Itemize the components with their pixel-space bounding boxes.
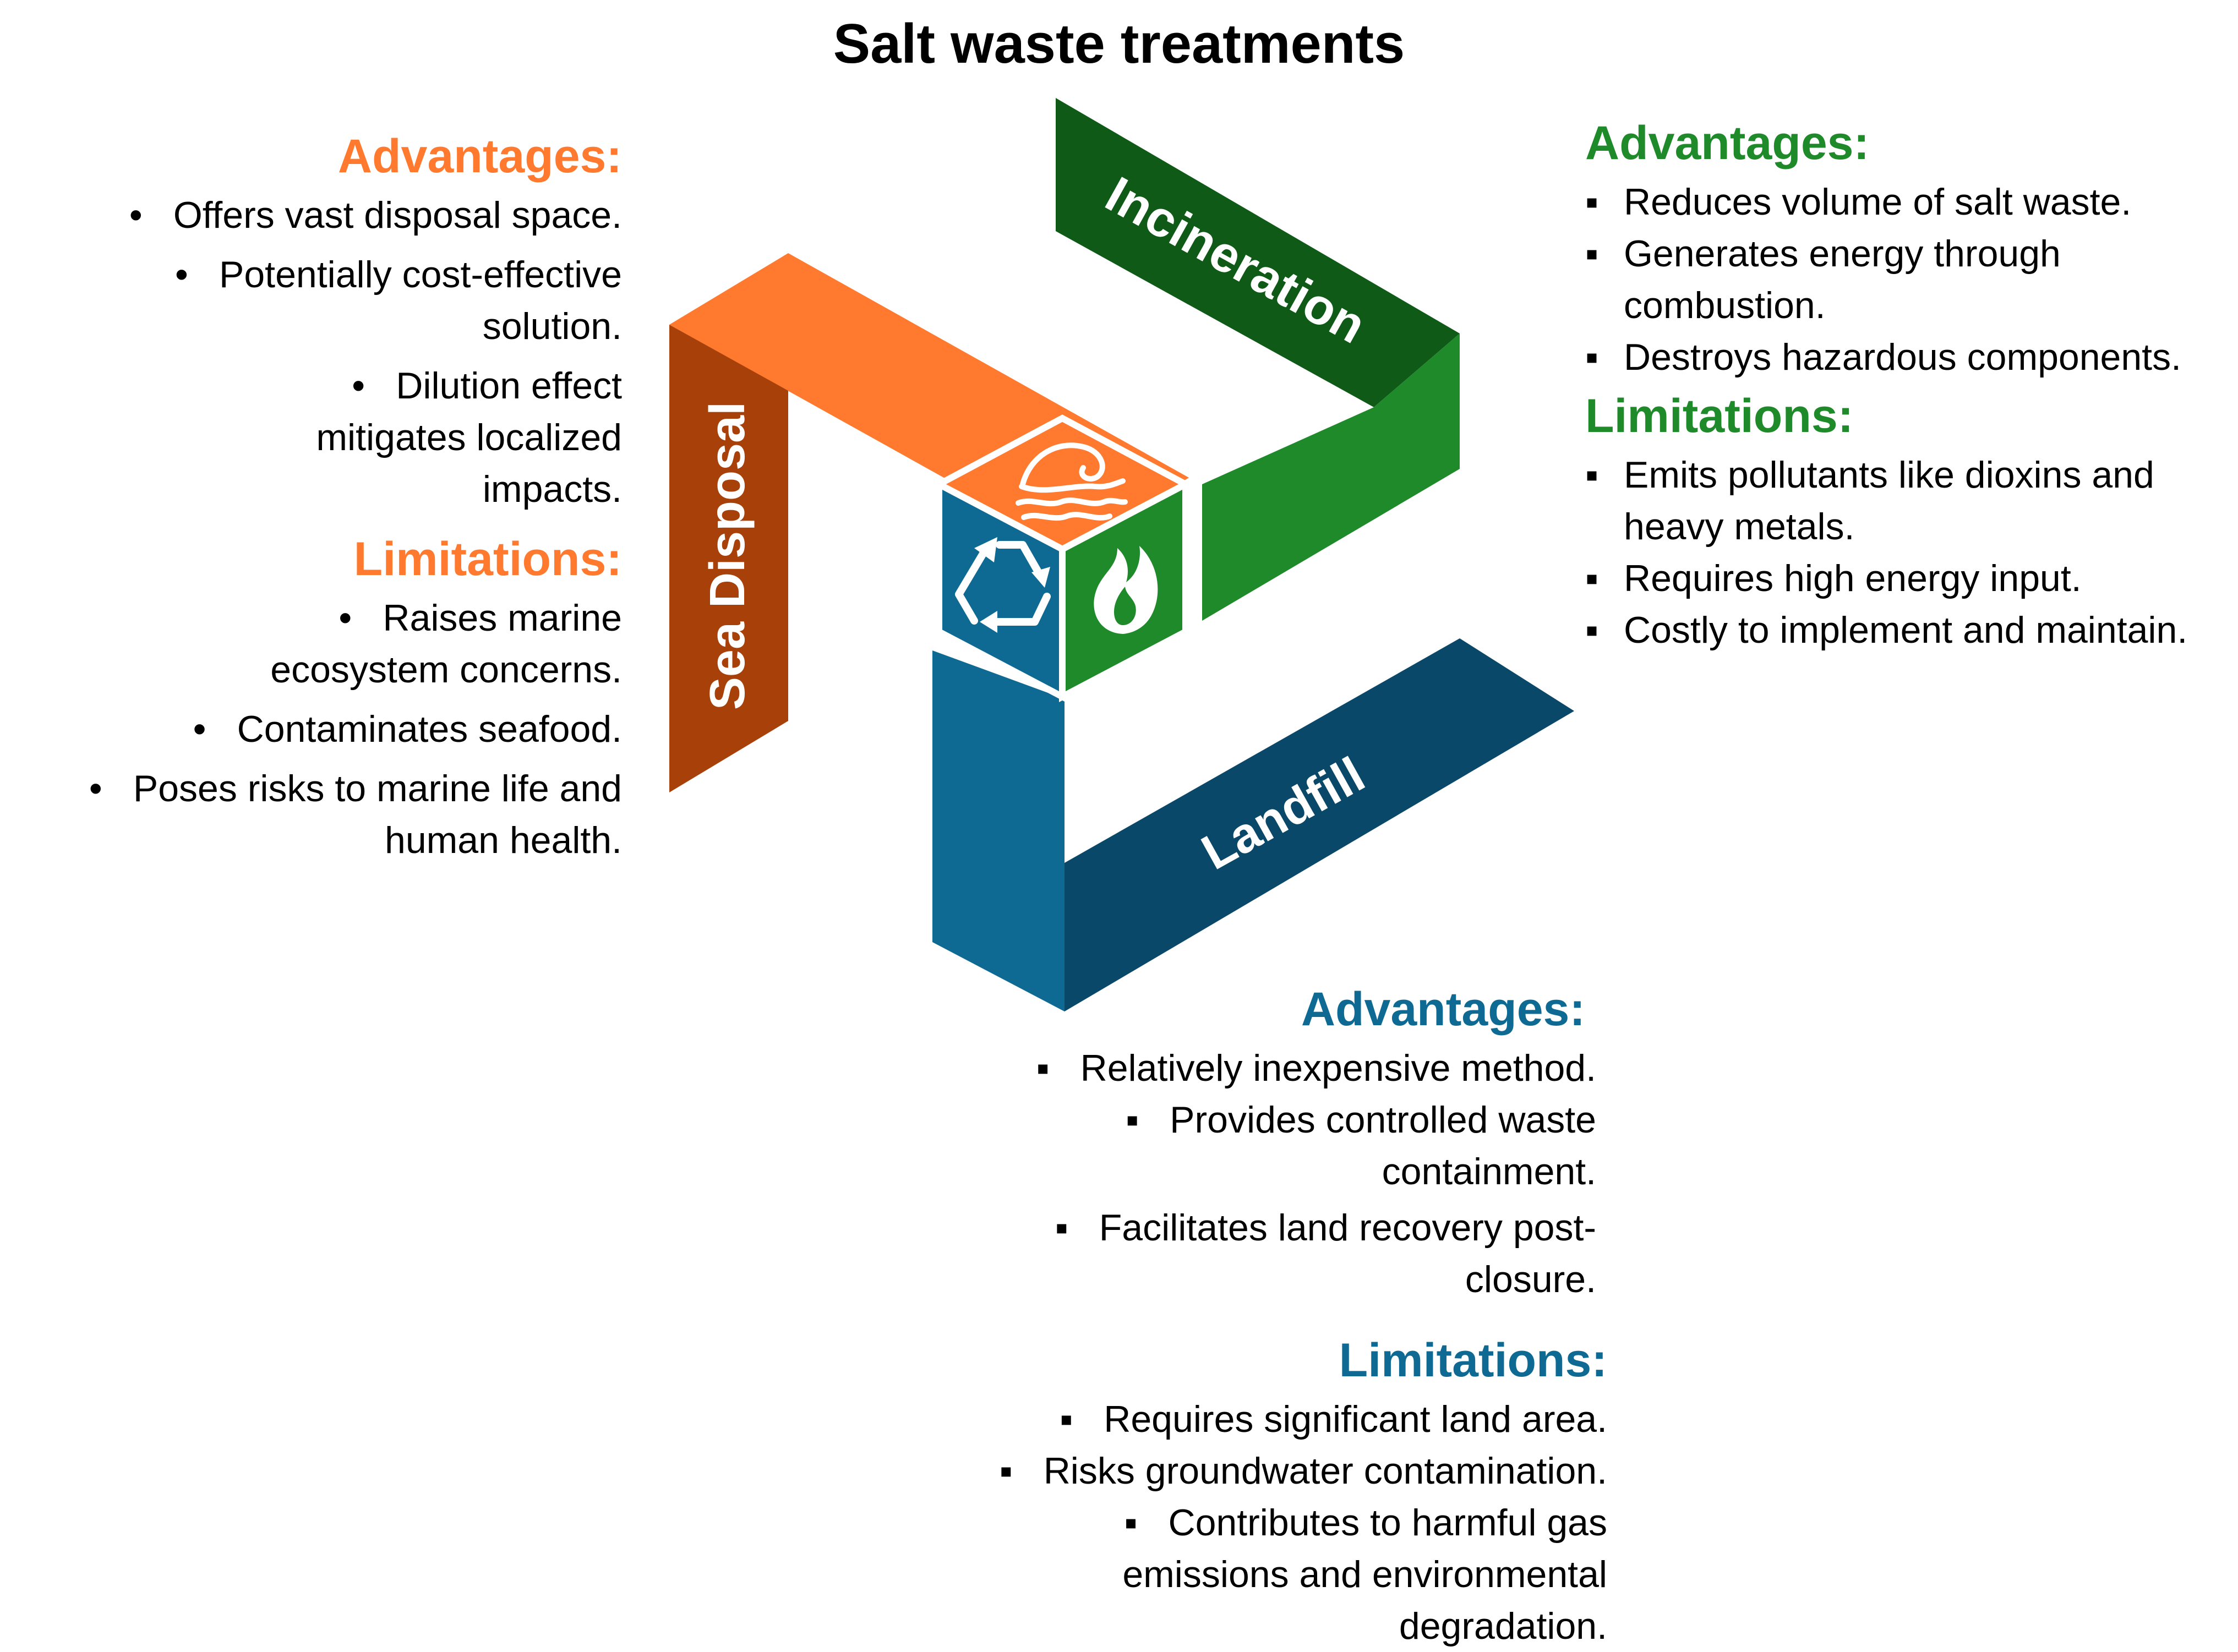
recycle-icon — [955, 541, 1051, 626]
sea-disposal-advantages-heading: Advantages: — [337, 130, 622, 183]
bullet: • — [129, 194, 143, 236]
recycle-arrows — [974, 537, 1050, 633]
bullet: ▪ — [1585, 336, 1599, 378]
incineration-band-front — [1202, 333, 1460, 621]
incineration-advantages-heading: Advantages: — [1585, 117, 1870, 169]
sea-disposal-limitations-heading: Limitations: — [353, 533, 622, 586]
bullet: ▪ — [1124, 1502, 1138, 1544]
bullet: ▪ — [1126, 1099, 1139, 1141]
page-title: Salt waste treatments — [833, 13, 1405, 75]
incineration-info: Advantages: ▪Reduces volume of salt wast… — [1585, 110, 2229, 656]
list-item: •Offers vast disposal space. — [11, 189, 622, 241]
landfill-limitations-list: ▪Requires significant land area. ▪Risks … — [903, 1393, 1607, 1652]
list-item: ▪Risks groundwater contamination. — [903, 1445, 1607, 1497]
incineration-advantages-list: ▪Reduces volume of salt waste. ▪Generate… — [1585, 176, 2229, 383]
list-item: ▪Requires significant land area. — [903, 1393, 1607, 1445]
landfill-band-front — [932, 650, 1065, 1011]
bullet: ▪ — [1585, 233, 1599, 275]
bullet: • — [175, 254, 188, 296]
sea-disposal-band-front — [669, 325, 788, 792]
list-item: ▪Emits pollutants like dioxins and heavy… — [1585, 449, 2229, 553]
bullet: • — [352, 365, 365, 407]
bullet: ▪ — [1585, 454, 1599, 496]
incineration-limitations-heading: Limitations: — [1585, 390, 1854, 442]
landfill-advantages-heading: Advantages: — [1301, 983, 1585, 1036]
list-item: •Raises marine ecosystem concerns. — [11, 592, 622, 696]
bullet: ▪ — [1585, 181, 1599, 223]
list-item: ▪Requires high energy input. — [1585, 553, 2229, 604]
bullet: • — [89, 768, 102, 809]
cube-right-face — [1059, 479, 1189, 702]
landfill-band-top — [1065, 638, 1574, 1011]
list-item: •Dilution effect mitigates localized imp… — [11, 360, 622, 515]
sea-disposal-label: Sea Disposal — [700, 402, 755, 710]
list-item: •Poses risks to marine life and human he… — [11, 763, 622, 866]
landfill-info: Advantages: ▪Relatively inexpensive meth… — [903, 976, 1607, 1652]
list-item: ▪Contributes to harmful gas emissions an… — [903, 1497, 1607, 1652]
list-item: ▪Relatively inexpensive method. — [903, 1042, 1596, 1094]
sea-disposal-limitations-list: •Raises marine ecosystem concerns. •Cont… — [11, 592, 622, 866]
list-item: ▪Destroys hazardous components. — [1585, 331, 2229, 383]
list-item: ▪Costly to implement and maintain. — [1585, 604, 2229, 656]
incineration-limitations-list: ▪Emits pollutants like dioxins and heavy… — [1585, 449, 2229, 656]
incineration-band-top — [1056, 98, 1460, 407]
landfill-advantages-list: ▪Relatively inexpensive method. ▪Provide… — [903, 1042, 1607, 1305]
bullet: • — [193, 708, 206, 750]
sea-disposal-advantages-list: •Offers vast disposal space. •Potentiall… — [11, 189, 622, 515]
bullet: ▪ — [999, 1450, 1013, 1492]
list-item: ▪Reduces volume of salt waste. — [1585, 176, 2229, 228]
bullet: ▪ — [1585, 557, 1599, 599]
bullet: ▪ — [1585, 609, 1599, 651]
sea-disposal-info: Advantages: •Offers vast disposal space.… — [11, 123, 622, 866]
list-item: •Potentially cost-effective solution. — [11, 249, 622, 352]
list-item: ▪Provides controlled waste containment. — [903, 1094, 1596, 1197]
wave-icon — [1016, 442, 1128, 521]
bullet: ▪ — [1036, 1047, 1050, 1089]
list-item: ▪Generates energy through combustion. — [1585, 228, 2229, 331]
list-item: •Contaminates seafood. — [11, 703, 622, 755]
landfill-limitations-heading: Limitations: — [1339, 1334, 1607, 1387]
bullet: ▪ — [1060, 1398, 1073, 1440]
flame-icon — [1094, 546, 1158, 634]
bullet: • — [339, 597, 352, 639]
list-item: ▪Facilitates land recovery post-closure. — [903, 1202, 1596, 1305]
bullet: ▪ — [1055, 1207, 1068, 1249]
